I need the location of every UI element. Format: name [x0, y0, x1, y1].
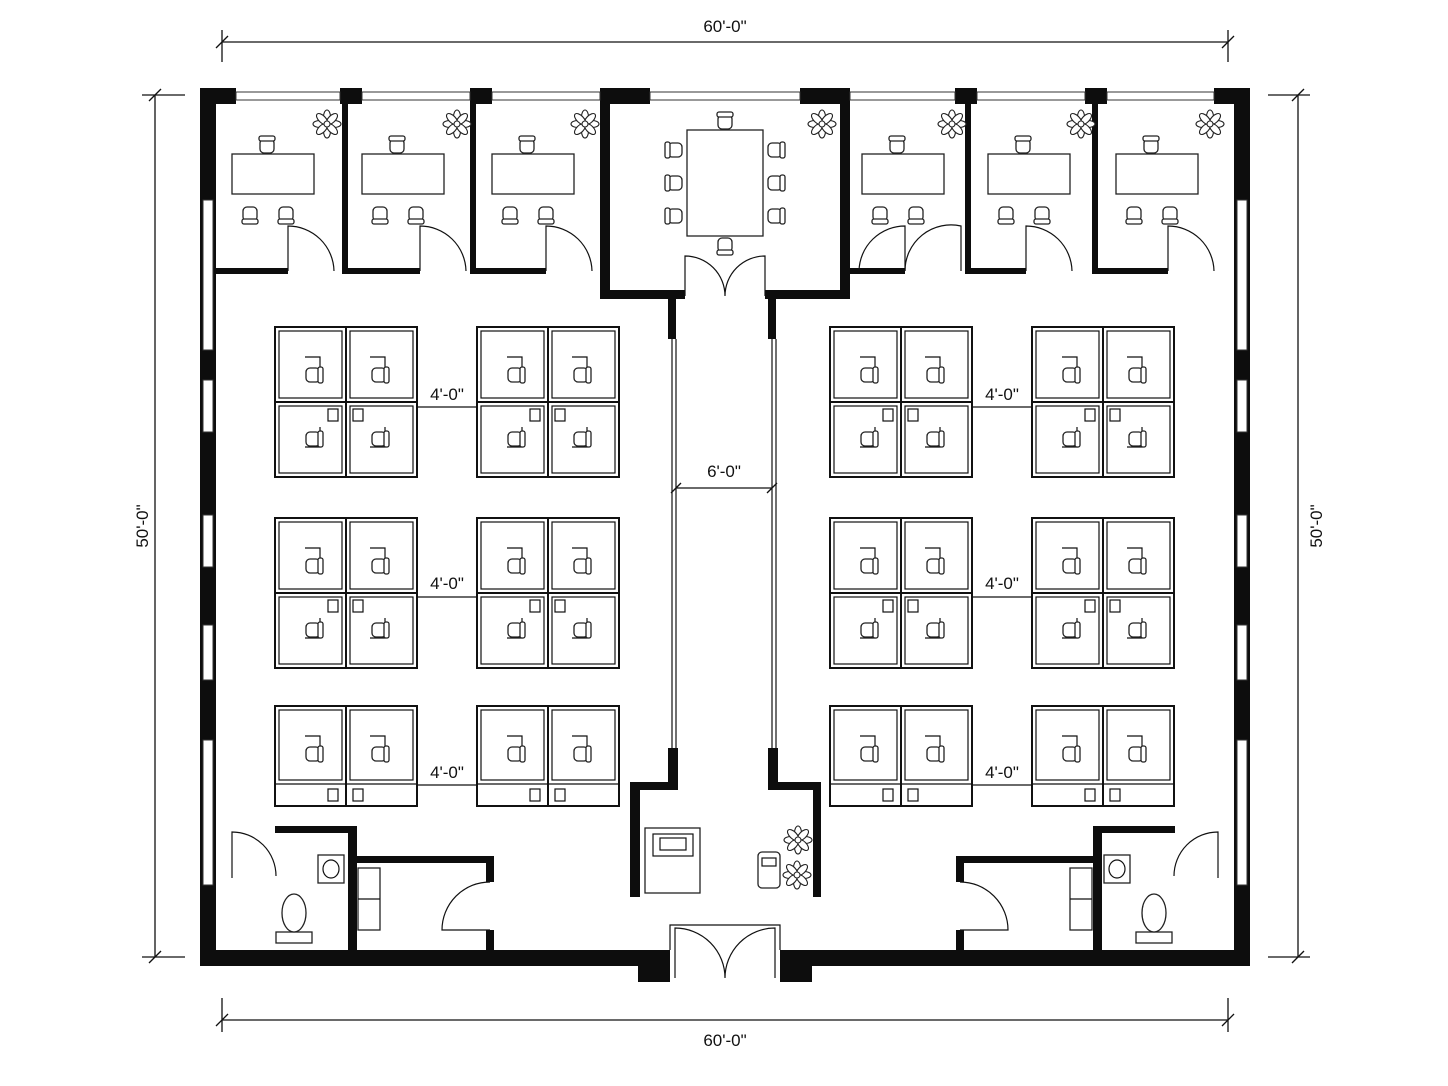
water-cooler-icon: [757, 851, 781, 889]
dimension-left-label: 50'-0": [133, 504, 152, 547]
dimension-bottom: 60'-0": [215, 998, 1235, 1050]
private-offices: [216, 104, 1225, 299]
door-swing-icon: [231, 831, 277, 878]
door-swing-icon: [545, 225, 593, 272]
dimension-top: 60'-0": [215, 17, 1235, 62]
plant-icon: [782, 825, 813, 890]
cluster-gap-label: 4'-0": [430, 385, 464, 404]
door-swing-icon: [441, 881, 491, 931]
sink-icon: [1103, 854, 1131, 884]
toilet-icon: [275, 893, 313, 944]
door-swing-icon: [684, 255, 766, 297]
restroom-right: [956, 826, 1219, 950]
toilet-icon: [1135, 893, 1173, 944]
dimension-top-label: 60'-0": [703, 17, 746, 36]
door-swing-icon: [959, 881, 1009, 931]
door-swing-icon: [419, 225, 467, 272]
plant-icon: [312, 109, 1225, 139]
door-swing-icon: [1173, 831, 1219, 878]
cluster-gap-label: 4'-0": [430, 763, 464, 782]
exterior-walls: [200, 88, 1250, 982]
door-swing-icon: [674, 927, 776, 979]
cluster-gap-label: 4'-0": [985, 574, 1019, 593]
conference-table-icon: [664, 111, 786, 256]
door-swing-icon: [1025, 225, 1073, 272]
cluster-gap-label: 4'-0": [985, 763, 1019, 782]
aisle-dimension-label: 6'-0": [707, 462, 741, 481]
restroom-left: [231, 826, 494, 950]
dimension-bottom-label: 60'-0": [703, 1031, 746, 1050]
dimension-right-label: 50'-0": [1307, 504, 1326, 547]
door-swing-icon: [1167, 225, 1215, 272]
cluster-gap-label: 4'-0": [430, 574, 464, 593]
dimension-right: 50'-0": [1268, 88, 1326, 964]
sink-icon: [317, 854, 345, 884]
door-swing-icon: [858, 225, 906, 272]
copier-icon: [644, 827, 701, 894]
cluster-gap-dimensions: 4'-0" 4'-0" 4'-0" 4'-0" 4'-0" 4'-0": [417, 385, 1032, 786]
cluster-gap-label: 4'-0": [985, 385, 1019, 404]
door-swing-icon: [287, 225, 335, 272]
central-corridor: 6'-0": [630, 299, 821, 979]
dimension-left: 50'-0": [133, 88, 185, 964]
